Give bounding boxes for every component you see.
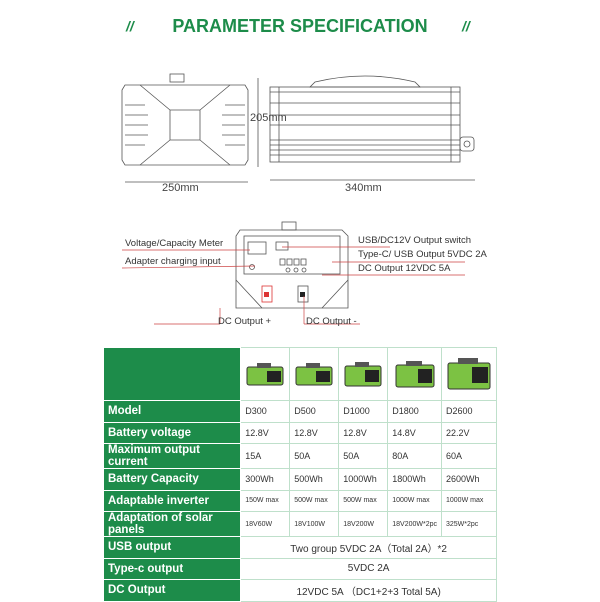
callout-lines	[121, 246, 465, 325]
label-adapter-input: Adapter charging input	[125, 256, 221, 267]
front-view-drawing	[121, 73, 259, 183]
page-title: PARAMETER SPECIFICATION	[172, 16, 428, 36]
side-view-drawing	[269, 75, 475, 181]
cell-value: 12.8V	[338, 421, 389, 444]
cell-value: 5VDC 2A	[240, 557, 497, 580]
product-image	[289, 347, 340, 401]
product-image	[441, 347, 497, 401]
row-label: Maximum output current	[102, 443, 242, 469]
double-slash-icon: //	[462, 18, 470, 34]
cell-value: 12VDC 5A （DC1+2+3 Total 5A)	[240, 579, 497, 602]
label-meter: Voltage/Capacity Meter	[125, 238, 224, 249]
length-dimension: 340mm	[345, 182, 382, 194]
cell-value: 150W max	[240, 489, 291, 512]
row-label: Adaptable inverter	[102, 489, 242, 512]
cell-value: 50A	[338, 443, 389, 469]
cell-value: 1000W max	[387, 489, 442, 512]
cell-value: 14.8V	[387, 421, 442, 444]
label-output-switch: USB/DC12V Output switch	[358, 235, 471, 246]
cell-value: 1000W max	[441, 489, 497, 512]
cell-value: Two group 5VDC 2A（Total 2A）*2	[240, 536, 497, 559]
product-image	[387, 347, 442, 401]
cell-value: 22.2V	[441, 421, 497, 444]
label-dc-plus: DC Output +	[218, 316, 272, 327]
cell-value: 2600Wh	[441, 468, 497, 491]
row-label: Type-c output	[102, 557, 242, 580]
cell-value: 1000Wh	[338, 468, 389, 491]
cell-value: 50A	[289, 443, 340, 469]
cell-value: 80A	[387, 443, 442, 469]
cell-value: D2600	[441, 400, 497, 423]
label-dc-minus: DC Output -	[306, 316, 357, 327]
cell-value: 18V200W*2pc	[387, 511, 442, 537]
cell-value: D300	[240, 400, 291, 423]
product-image	[240, 347, 291, 401]
cell-value: 300Wh	[240, 468, 291, 491]
row-label: USB output	[102, 536, 242, 559]
cell-value: 12.8V	[240, 421, 291, 444]
cell-value: 18V200W	[338, 511, 389, 537]
row-label: Model	[102, 400, 242, 423]
cell-value: 500W max	[289, 489, 340, 512]
product-image	[338, 347, 389, 401]
cell-value: 325W*2pc	[441, 511, 497, 537]
width-dimension: 250mm	[162, 182, 199, 194]
cell-value: D1800	[387, 400, 442, 423]
row-label: DC Output	[102, 579, 242, 602]
label-dc-output: DC Output 12VDC 5A	[358, 263, 451, 274]
cell-value: 500Wh	[289, 468, 340, 491]
label-typec-usb: Type-C/ USB Output 5VDC 2A	[358, 249, 487, 260]
cell-value: D1000	[338, 400, 389, 423]
product-images-row	[102, 347, 497, 401]
cell-value: 18V100W	[289, 511, 340, 537]
cell-value: 18V60W	[240, 511, 291, 537]
double-slash-icon: //	[126, 18, 134, 34]
row-label: Battery Capacity	[102, 468, 242, 491]
cell-value: 500W max	[338, 489, 389, 512]
row-label: Battery voltage	[102, 421, 242, 444]
cell-value: 60A	[441, 443, 497, 469]
row-label: Adaptation of solar panels	[102, 511, 242, 537]
cell-value: 12.8V	[289, 421, 340, 444]
cell-value: 15A	[240, 443, 291, 469]
control-panel-drawing	[235, 221, 349, 309]
cell-value: 1800Wh	[387, 468, 442, 491]
cell-value: D500	[289, 400, 340, 423]
